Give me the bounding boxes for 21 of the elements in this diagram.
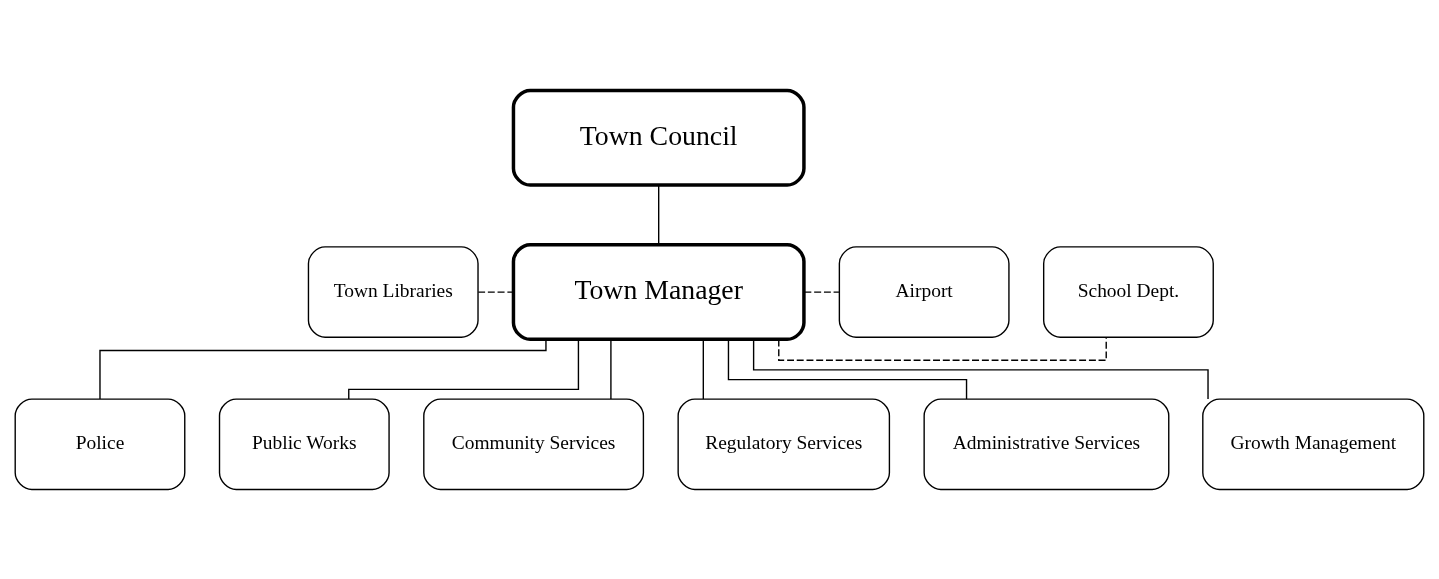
connector [658,184,660,245]
connector [348,338,580,400]
connector [803,290,840,293]
connector [778,336,1107,361]
node-box: Airport [838,245,1010,338]
node-box: Growth Management [1202,397,1425,490]
connector [752,338,1209,400]
connector [727,338,968,400]
node-box: School Dept. [1043,245,1214,338]
node-box: Town Libraries [307,245,479,338]
node-box: Community Services [423,397,645,490]
connector [477,290,514,293]
node-box: Town Manager [511,242,806,341]
node-box: Administrative Services [923,397,1170,490]
node-box: Town Council [511,88,806,187]
node-box: Regulatory Services [677,397,891,490]
connector [610,338,612,400]
connector [99,338,547,400]
node-box: Police [14,397,186,490]
node-box: Public Works [218,397,390,490]
connector [702,338,704,400]
